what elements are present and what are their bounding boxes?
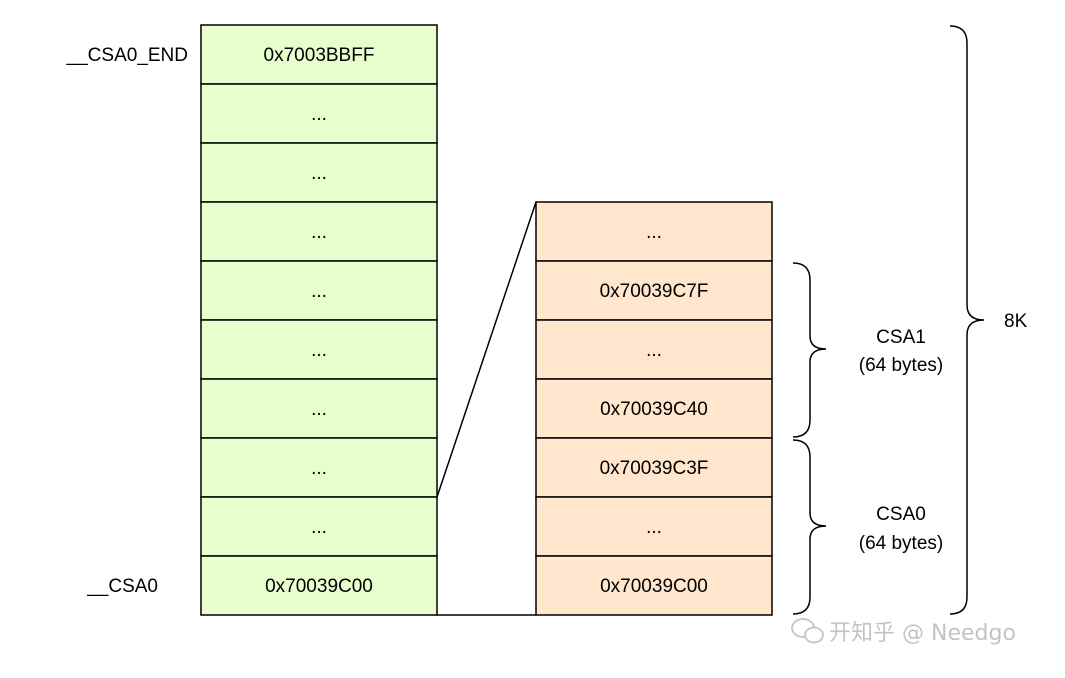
left-cell-text: ... [311, 281, 327, 302]
left-cell-3 [200, 201, 438, 262]
left-cell-text: ... [311, 458, 327, 479]
right-cell-3 [535, 378, 773, 439]
left-cell-text: ... [311, 399, 327, 420]
left-cell-text: 0x70039C00 [265, 576, 373, 597]
left-cell-7 [200, 437, 438, 498]
wechat-icon [791, 618, 824, 644]
right-cell-text: 0x70039C3F [600, 458, 709, 479]
right-cell-1 [535, 260, 773, 321]
csa1-name: CSA1 [876, 327, 926, 348]
right-cell-text: ... [646, 340, 662, 361]
left-cell-text: ... [311, 104, 327, 125]
left-cell-1 [200, 83, 438, 144]
right-cell-text: 0x70039C40 [600, 399, 708, 420]
total-size-label: 8K [1004, 311, 1028, 332]
csa1-size: (64 bytes) [859, 355, 943, 376]
watermark-text: 开知乎 @ Needgo [829, 621, 1016, 646]
zoom-line-top [436, 201, 537, 498]
left-cell-text: ... [311, 517, 327, 538]
right-cell-text: 0x70039C7F [600, 281, 709, 302]
left-cell-0 [200, 24, 438, 85]
left-memory-column: 0x7003BBFF ... ... ... ... ... ... ... .… [200, 24, 438, 616]
left-cell-text: ... [311, 340, 327, 361]
left-cell-9 [200, 555, 438, 616]
right-memory-column: ... 0x70039C7F ... 0x70039C40 0x70039C3F… [535, 201, 773, 616]
right-cell-text: 0x70039C00 [600, 576, 708, 597]
left-cell-text: 0x7003BBFF [264, 45, 375, 66]
watermark: 开知乎 @ Needgo [791, 618, 1016, 646]
total-size-brace [949, 25, 985, 615]
csa1-brace [792, 262, 827, 438]
csa0-name: CSA0 [876, 504, 926, 525]
left-cell-text: ... [311, 163, 327, 184]
left-cell-text: ... [311, 222, 327, 243]
right-cell-text: ... [646, 517, 662, 538]
right-cell-text: ... [646, 222, 662, 243]
csa0-end-label: __CSA0_END [66, 45, 188, 66]
left-cell-2 [200, 142, 438, 203]
csa0-label: __CSA0 [86, 576, 158, 597]
left-cell-5 [200, 319, 438, 380]
right-cell-6 [535, 555, 773, 616]
csa0-size: (64 bytes) [859, 533, 943, 554]
right-cell-0 [535, 201, 773, 262]
csa0-brace [792, 439, 827, 615]
right-cell-2 [535, 319, 773, 380]
right-cell-4 [535, 437, 773, 498]
